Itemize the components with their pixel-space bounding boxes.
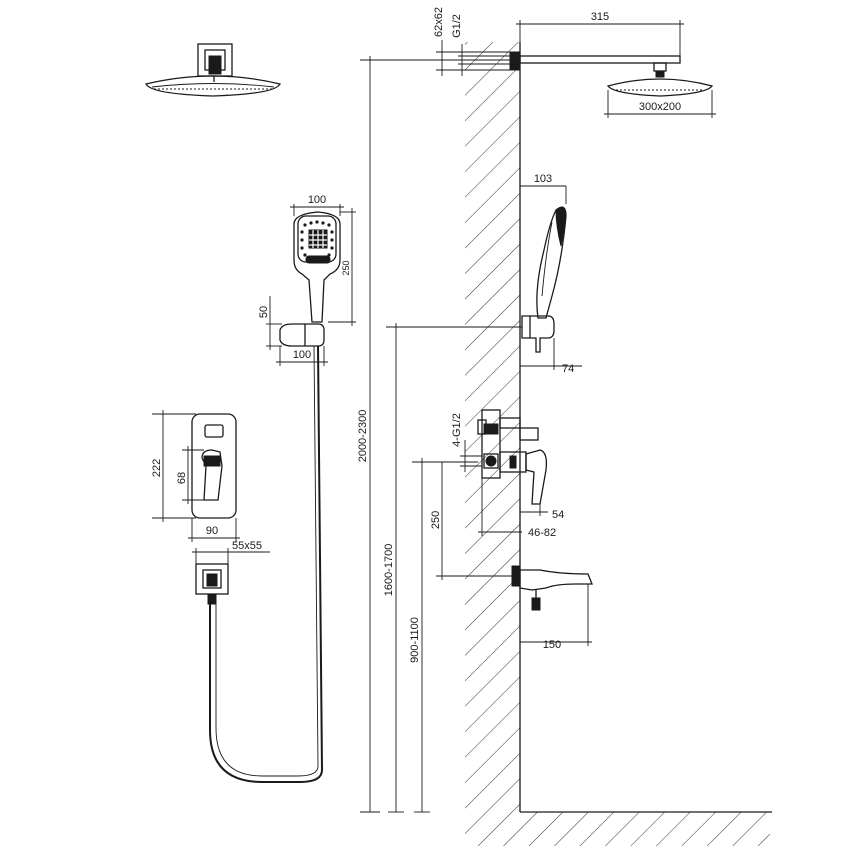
dim-outlet-spacing: 250	[430, 462, 512, 580]
dim-holder-width: 100	[276, 346, 328, 366]
svg-text:250: 250	[430, 511, 442, 529]
spout-icon	[511, 565, 593, 611]
svg-text:100: 100	[308, 194, 326, 206]
svg-text:900-1100: 900-1100	[409, 617, 421, 663]
svg-text:46-82: 46-82	[528, 527, 556, 539]
svg-text:222: 222	[151, 459, 163, 477]
dim-hand-width: 100	[290, 194, 344, 216]
hand-shower-side-icon	[521, 206, 567, 353]
rain-head-side-icon	[606, 78, 714, 97]
dim-mixer-height: 222	[151, 410, 196, 522]
dim-hand-length: 250	[328, 208, 356, 326]
dim-holder-height: 50	[258, 296, 282, 350]
hand-holder-icon	[279, 323, 325, 347]
dim-holder-projection: 74	[520, 338, 582, 375]
mixer-plate-icon	[191, 413, 237, 519]
svg-text:54: 54	[552, 509, 564, 521]
svg-text:100: 100	[293, 349, 311, 361]
dim-height-holder: 1600-1700	[383, 323, 522, 813]
dim-holder-depth: 103	[520, 173, 567, 204]
hose-icon	[209, 345, 324, 783]
dim-valve-projection: 54 46-82	[478, 478, 564, 539]
svg-text:68: 68	[176, 472, 188, 484]
svg-text:150: 150	[543, 639, 561, 651]
svg-text:250: 250	[341, 260, 351, 275]
dim-spout-length: 150	[520, 584, 592, 651]
dim-outlet-flange: 55x55	[192, 540, 270, 564]
dim-head-size: 300x200	[604, 90, 716, 118]
svg-text:103: 103	[534, 173, 552, 185]
dim-mixer-width: 90	[188, 518, 240, 542]
dim-mixer-handle: 68	[176, 446, 204, 504]
dim-height-mixer: 900-1100	[409, 458, 478, 813]
svg-text:62x62: 62x62	[433, 7, 445, 37]
valve-body-icon	[477, 409, 548, 505]
rain-head-icon	[145, 43, 281, 97]
wall-section	[465, 42, 772, 846]
svg-text:55x55: 55x55	[232, 540, 262, 552]
svg-text:2000-2300: 2000-2300	[357, 410, 369, 463]
shower-arm	[509, 51, 681, 78]
svg-text:1600-1700: 1600-1700	[383, 544, 395, 597]
svg-text:74: 74	[562, 363, 574, 375]
svg-text:G1/2: G1/2	[451, 14, 463, 38]
wall-outlet-icon	[195, 563, 229, 605]
hand-shower-icon	[293, 211, 341, 323]
dim-arm-length: 315	[516, 11, 684, 56]
svg-text:4-G1/2: 4-G1/2	[451, 413, 463, 447]
dim-valve-thread: 4-G1/2	[451, 413, 482, 472]
svg-text:315: 315	[591, 11, 609, 23]
dim-flange-thread: 62x62 G1/2	[433, 7, 512, 76]
svg-text:90: 90	[206, 525, 218, 537]
svg-text:50: 50	[258, 306, 270, 318]
svg-text:300x200: 300x200	[639, 101, 681, 113]
dim-height-total: 2000-2300	[357, 56, 515, 813]
